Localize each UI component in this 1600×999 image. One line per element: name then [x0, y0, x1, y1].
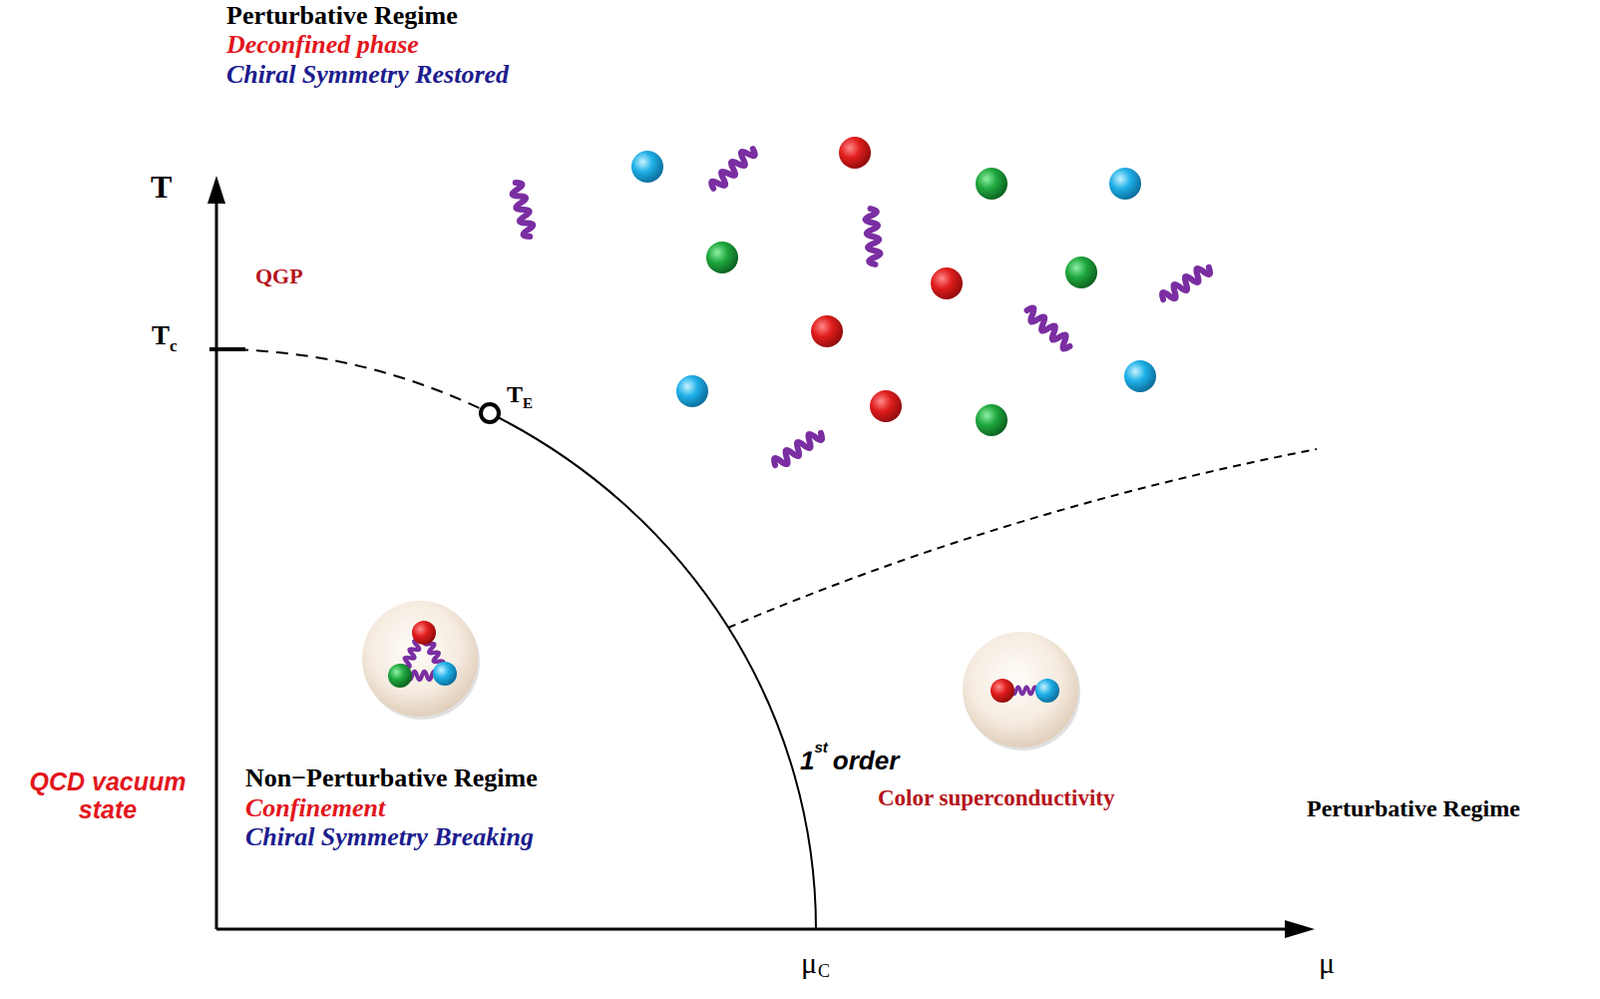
phase-label: QGP — [255, 264, 304, 289]
superscript: st — [813, 739, 827, 757]
region-heading: Perturbative Regime — [1306, 795, 1521, 821]
quarks — [631, 136, 1157, 436]
diquark-icon — [962, 631, 1081, 751]
axes — [207, 175, 1315, 938]
tick-label: T — [151, 321, 170, 352]
tick-label: μ — [800, 945, 817, 979]
point-label: T — [506, 381, 523, 407]
region-heading: Non−Perturbative Regime — [245, 764, 538, 794]
subscript: c — [169, 337, 178, 357]
transition-label: order — [832, 746, 899, 776]
subscript: C — [817, 961, 830, 982]
phase-label: Deconfined phase — [226, 30, 419, 60]
axis-label: μ — [1318, 945, 1335, 979]
symmetry-label: Chiral Symmetry Breaking — [245, 822, 534, 852]
phase-boundary — [216, 349, 1317, 929]
gluons — [509, 144, 1212, 470]
transition-label: 1 — [800, 746, 814, 776]
phase-label: Color superconductivity — [877, 785, 1115, 810]
region-heading: Perturbative Regime — [226, 1, 458, 31]
symmetry-label: Chiral Symmetry Restored — [226, 60, 509, 90]
baryon-icon — [362, 600, 480, 720]
axis-label: T — [150, 169, 172, 205]
subscript: E — [522, 395, 533, 412]
vacuum-label: QCD vacuum state — [7, 768, 208, 823]
phase-label: Confinement — [245, 794, 386, 823]
